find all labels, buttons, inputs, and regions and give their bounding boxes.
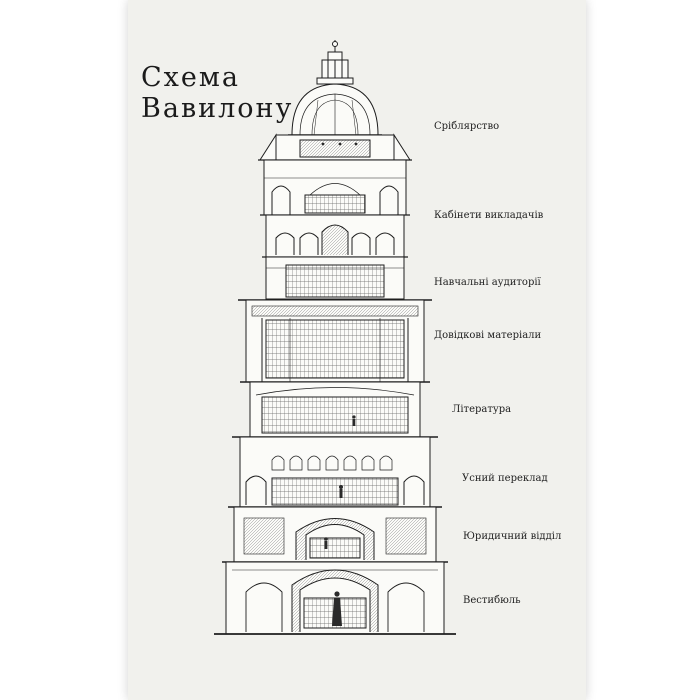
floor-label-legal: Юридичний відділ: [463, 531, 562, 542]
title-line-1: Схема: [141, 62, 240, 93]
floor-label-silversmithing: Сріблярство: [434, 121, 500, 132]
diagram-title: Схема Вавилону: [141, 62, 293, 124]
floor-label-lecture-halls: Навчальні аудиторії: [434, 277, 541, 288]
floor-label-lobby: Вестибюль: [463, 595, 521, 606]
floor-label-interpretation: Усний переклад: [462, 473, 548, 484]
floor-label-faculty-offices: Кабінети викладачів: [434, 210, 544, 221]
floor-label-reference: Довідкові матеріали: [434, 330, 542, 341]
title-line-2: Вавилону: [141, 93, 294, 124]
floor-label-literature: Література: [452, 404, 512, 415]
